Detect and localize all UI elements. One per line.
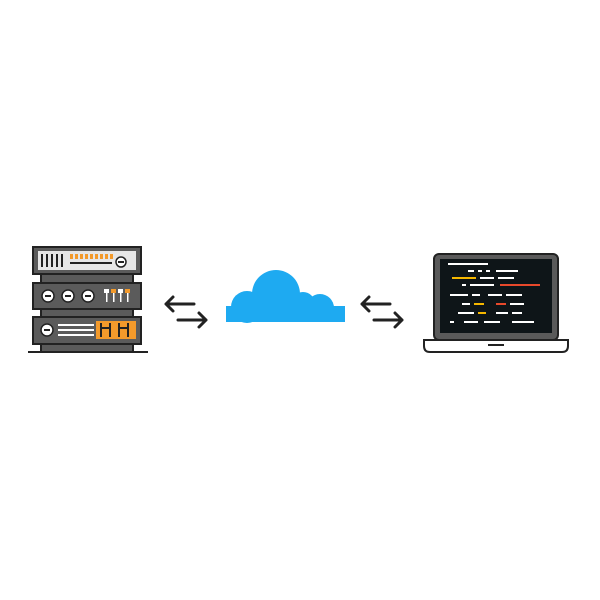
laptop-notch bbox=[488, 344, 504, 346]
code-lines bbox=[448, 263, 540, 323]
server-rack-icon bbox=[28, 246, 148, 353]
cloud-icon bbox=[226, 270, 345, 323]
server-unit-1 bbox=[32, 246, 142, 275]
bidirectional-arrows-icon bbox=[360, 295, 404, 329]
bidirectional-arrows-icon bbox=[164, 295, 208, 329]
server-sliders bbox=[104, 289, 130, 302]
laptop-icon bbox=[423, 253, 569, 353]
server-unit-2 bbox=[32, 282, 142, 310]
server-drive-bays bbox=[96, 321, 136, 339]
server-unit-3 bbox=[32, 316, 142, 345]
